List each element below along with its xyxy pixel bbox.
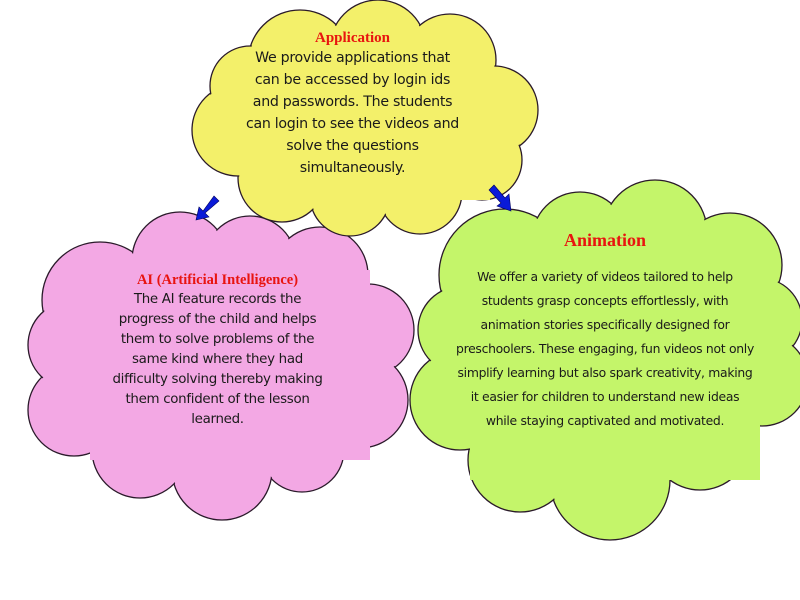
application-title: Application (314, 30, 390, 46)
arrow-to-animation-icon (488, 184, 512, 212)
application-body: We provide applications that can be acce… (245, 50, 460, 176)
cloud-body (90, 270, 370, 460)
animation-title: Animation (563, 230, 646, 250)
ai-body: The AI feature records the progress of t… (112, 292, 323, 427)
animation-cloud-shape (409, 179, 800, 541)
ai-cloud-shape (27, 211, 415, 521)
animation-node: Animation We offer a variety of videos t… (455, 229, 755, 433)
ai-title: AI (Artificial Intelligence) (136, 272, 299, 288)
animation-body: We offer a variety of videos tailored to… (456, 269, 754, 428)
application-cloud-shape (191, 0, 539, 237)
application-node: Application We provide applications that… (245, 29, 460, 179)
ai-node: AI (Artificial Intelligence) The AI feat… (105, 271, 330, 430)
cloud-body (470, 260, 760, 480)
cloud-body (250, 60, 490, 200)
arrow-to-ai-icon (195, 195, 220, 221)
